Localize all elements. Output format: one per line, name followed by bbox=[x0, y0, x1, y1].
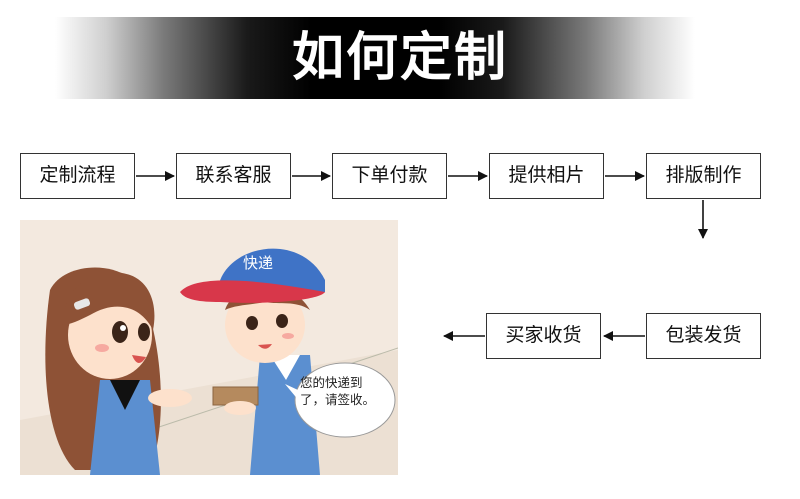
cap-label: 快递 bbox=[243, 254, 274, 272]
speech-line-1: 您的快递到 bbox=[300, 375, 363, 390]
speech-bubble: 您的快递到 了，请签收。 bbox=[300, 374, 390, 408]
delivery-illustration bbox=[20, 220, 398, 475]
step-layout-production: 排版制作 bbox=[646, 153, 761, 199]
title-banner bbox=[55, 17, 695, 99]
step-place-order: 下单付款 bbox=[332, 153, 447, 199]
speech-line-2: 了，请签收。 bbox=[300, 392, 376, 407]
step-customization-process: 定制流程 bbox=[20, 153, 135, 199]
step-buyer-receive: 买家收货 bbox=[486, 313, 601, 359]
step-package-ship: 包装发货 bbox=[646, 313, 761, 359]
page-title: 如何定制 bbox=[291, 28, 508, 88]
step-contact-service: 联系客服 bbox=[176, 153, 291, 199]
step-provide-photos: 提供相片 bbox=[489, 153, 604, 199]
